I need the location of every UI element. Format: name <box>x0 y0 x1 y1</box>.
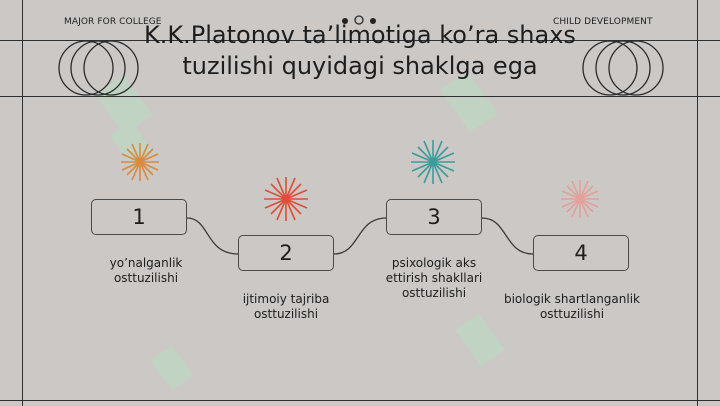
left-circle-icon <box>58 40 114 96</box>
connector-line <box>333 217 387 255</box>
left-circle-icon <box>70 40 126 96</box>
step-caption-1: yo’nalganlik osttuzilishi <box>109 256 183 285</box>
step-number: 2 <box>279 241 293 265</box>
right-circle-icon <box>608 40 664 96</box>
step-caption-4: biologik shartlanganlik osttuzilishi <box>503 292 641 321</box>
step-box-2: 2 <box>238 235 334 271</box>
header-left-label: MAJOR FOR COLLEGE <box>64 17 162 27</box>
step-box-4: 4 <box>533 235 629 271</box>
left-frame-line <box>22 0 23 406</box>
header-right-label: CHILD DEVELOPMENT <box>553 17 653 27</box>
right-frame-line <box>697 0 698 406</box>
connector-line <box>481 217 534 255</box>
connector-line <box>186 217 239 255</box>
header-bottom-line <box>0 96 720 97</box>
top-divider-line <box>0 40 720 41</box>
step-number: 3 <box>427 205 441 229</box>
right-circle-icon <box>595 40 651 96</box>
step-caption-2: ijtimoiy tajriba osttuzilishi <box>242 292 330 321</box>
step-box-3: 3 <box>386 199 482 235</box>
left-circle-icon <box>83 40 139 96</box>
bottom-frame-line <box>0 400 720 401</box>
slide-title: K.K.Platonov ta’limotiga ko’ra shaxs tuz… <box>144 21 576 80</box>
right-circle-icon <box>582 40 638 96</box>
step-number: 1 <box>132 205 146 229</box>
step-number: 4 <box>574 241 588 265</box>
step-box-1: 1 <box>91 199 187 235</box>
step-caption-3: psixologik aks ettirish shakllari osttuz… <box>385 256 483 300</box>
